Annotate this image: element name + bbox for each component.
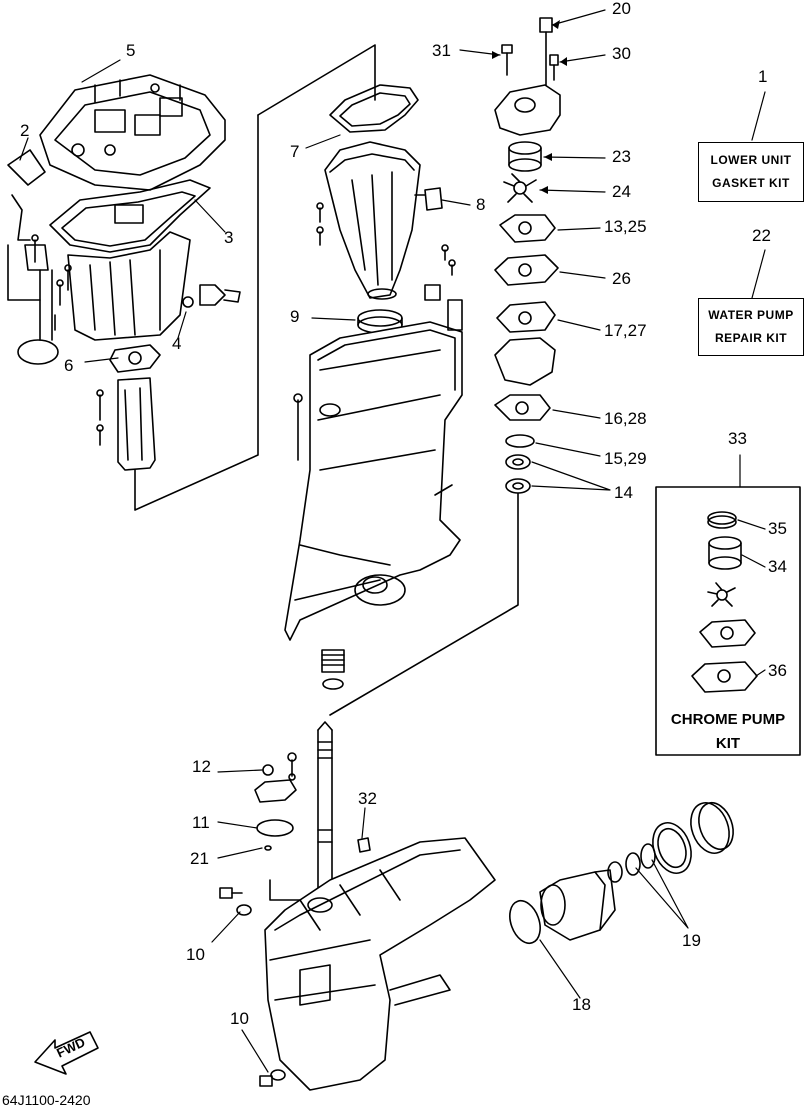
collar-20 (539, 17, 553, 91)
exhaust-tube-lower (96, 377, 156, 471)
center-fittings (424, 244, 463, 331)
gasket-3 (49, 179, 211, 253)
o-ring-18 (509, 899, 541, 945)
callout-12: 12 (192, 757, 211, 776)
chrome-pump-kit-box (655, 486, 801, 756)
gasket-13-25 (499, 214, 556, 243)
callout-7: 7 (290, 142, 300, 161)
bolt-30 (549, 54, 559, 81)
gearcase-body (264, 837, 496, 1091)
callout-11: 11 (192, 813, 210, 832)
callout-14: 14 (614, 483, 633, 502)
callout-20: 20 (612, 0, 631, 18)
small-bolts-left (31, 234, 72, 331)
part-8-block (414, 187, 443, 211)
kit-label: REPAIR KIT (714, 331, 788, 345)
oil-seal-9 (357, 309, 403, 334)
bolt-31 (501, 44, 513, 76)
grouping-line-top (257, 44, 376, 116)
chrome-pump-kit-title: CHROME PUMP KIT (660, 708, 796, 756)
leader-arrowheads (492, 20, 567, 194)
exhaust-guide-plate (39, 74, 226, 191)
gasket-16-28 (494, 394, 551, 421)
gasket-7 (329, 84, 419, 133)
gasket-17-27 (496, 301, 556, 333)
drive-shaft (317, 721, 333, 911)
callout-3: 3 (224, 228, 234, 247)
part-2-bracket (7, 149, 59, 365)
callout-35: 35 (768, 519, 787, 538)
fwd-arrow-icon (34, 1031, 99, 1075)
left-bolts-center (293, 202, 324, 461)
leader-lines (19, 9, 766, 1073)
ring-nut (652, 801, 734, 874)
callout-10-upper: 10 (186, 945, 205, 964)
o-ring-11 (256, 819, 294, 837)
kit-label: KIT (715, 735, 741, 752)
drive-shaft-housing (284, 321, 463, 641)
callout-16-28: 16,28 (604, 409, 647, 428)
impeller-24 (503, 173, 537, 203)
o-ring-15-29 (505, 434, 535, 448)
grouping-line-center (329, 489, 519, 716)
part-6-gasket (109, 344, 161, 373)
callout-17-27: 17,27 (604, 321, 647, 340)
bearings-14 (505, 454, 531, 494)
kit-label: LOWER UNIT (710, 153, 792, 168)
callout-24: 24 (612, 182, 631, 201)
callout-18: 18 (572, 995, 591, 1014)
callout-2: 2 (20, 121, 30, 140)
pin-21 (264, 845, 272, 851)
callout-32: 32 (358, 789, 377, 808)
outer-plate-26 (494, 254, 559, 286)
callout-33: 33 (728, 429, 747, 448)
upper-casing-left (67, 231, 191, 341)
kit-label: GASKET KIT (712, 176, 790, 190)
callout-31: 31 (432, 41, 451, 60)
exhaust-manifold (324, 141, 421, 300)
callout-34: 34 (768, 557, 787, 576)
grommet-32 (357, 837, 371, 853)
lower-unit-gasket-kit-box: LOWER UNIT GASKET KIT (698, 142, 804, 202)
callout-30: 30 (612, 44, 631, 63)
kit-label: WATER PUMP (708, 308, 794, 323)
callout-15-29: 15,29 (604, 449, 647, 468)
kit-label: CHROME PUMP (670, 711, 786, 728)
chrome-kit-parts (691, 511, 758, 693)
callout-1: 1 (758, 67, 768, 86)
pinion-parts (321, 649, 345, 690)
callout-8: 8 (476, 195, 486, 214)
callout-10-lower: 10 (230, 1009, 249, 1028)
part-4-fitting (182, 284, 241, 308)
callout-5: 5 (126, 41, 136, 60)
callout-23: 23 (612, 147, 631, 166)
pump-housing (494, 84, 561, 136)
callout-4: 4 (172, 334, 182, 353)
water-tube-seal-12 (254, 752, 297, 803)
grouping-line-left (134, 114, 259, 511)
insert-cartridge-23 (508, 141, 542, 172)
pump-case-lower (494, 337, 556, 386)
callout-36: 36 (768, 661, 787, 680)
callout-9: 9 (290, 307, 300, 326)
callout-6: 6 (64, 356, 74, 375)
propeller-shaft-housing (539, 869, 616, 941)
document-id: 64J1100-2420 (2, 1092, 91, 1108)
drain-screws-10 (219, 887, 286, 1087)
callout-19: 19 (682, 931, 701, 950)
seals-19 (607, 843, 656, 883)
callout-21: 21 (190, 849, 209, 868)
callout-13-25: 13,25 (604, 217, 647, 236)
callout-22: 22 (752, 226, 771, 245)
callout-26: 26 (612, 269, 631, 288)
water-pump-repair-kit-box: WATER PUMP REPAIR KIT (698, 298, 804, 356)
